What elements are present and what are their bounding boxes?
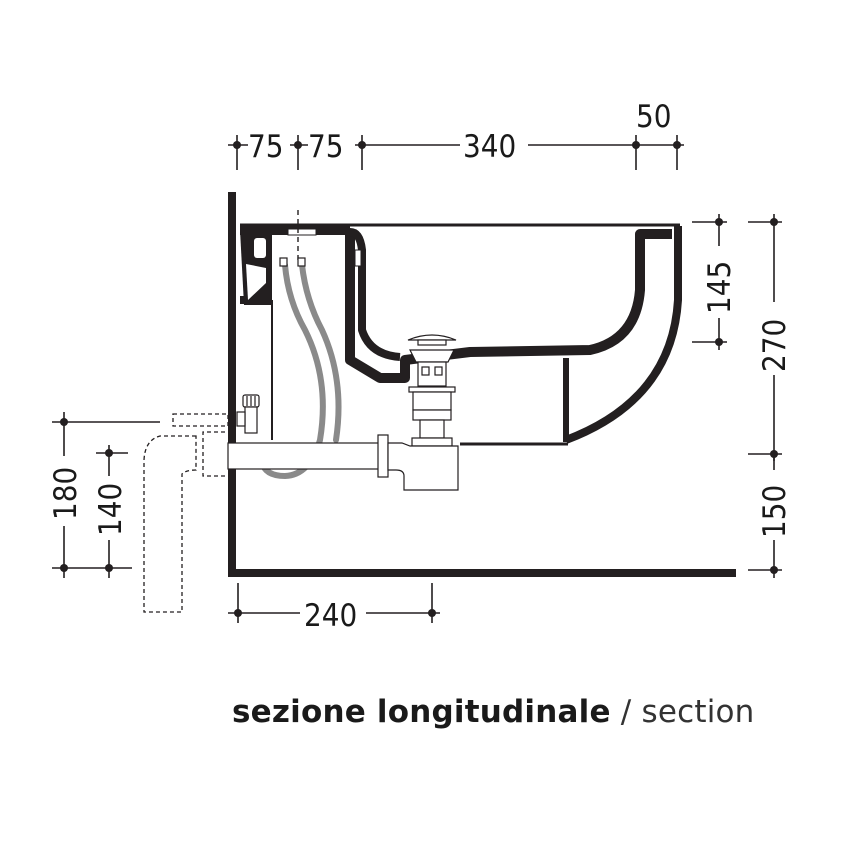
bottom-dimension-dots — [234, 609, 436, 617]
wall — [228, 192, 236, 577]
right-dimension-dots — [715, 218, 778, 574]
dim-right-150: 150 — [757, 485, 793, 538]
floor — [228, 569, 736, 577]
hose-connectors — [279, 257, 306, 267]
drawing-caption: sezione longitudinale / section — [232, 694, 755, 730]
tap-hole-slot — [287, 228, 317, 236]
overflow-slot — [354, 249, 362, 267]
dim-top-75b: 75 — [308, 129, 343, 165]
pop-up-waste — [407, 334, 457, 447]
dim-left-180: 180 — [48, 467, 84, 520]
dim-right-270: 270 — [757, 319, 793, 372]
siphon-trap — [227, 434, 459, 491]
caption-subtitle: section — [641, 694, 755, 730]
dim-left-140: 140 — [93, 483, 129, 536]
dim-top-50: 50 — [636, 99, 671, 135]
dim-right-145: 145 — [702, 261, 738, 314]
dim-bottom-240: 240 — [304, 598, 357, 634]
left-dimension-dots — [60, 418, 113, 572]
dim-top-340: 340 — [463, 129, 516, 165]
dim-top-75a: 75 — [248, 129, 283, 165]
alternative-waste-dashed — [143, 413, 229, 613]
caption-title: sezione longitudinale — [232, 694, 611, 730]
top-dimension-chain — [228, 135, 684, 170]
angle-valve — [236, 394, 260, 434]
flexible-hoses — [259, 262, 342, 480]
caption-separator: / — [620, 694, 632, 730]
bidet-back-cutouts — [246, 238, 266, 300]
top-dimension-dots — [233, 141, 681, 149]
